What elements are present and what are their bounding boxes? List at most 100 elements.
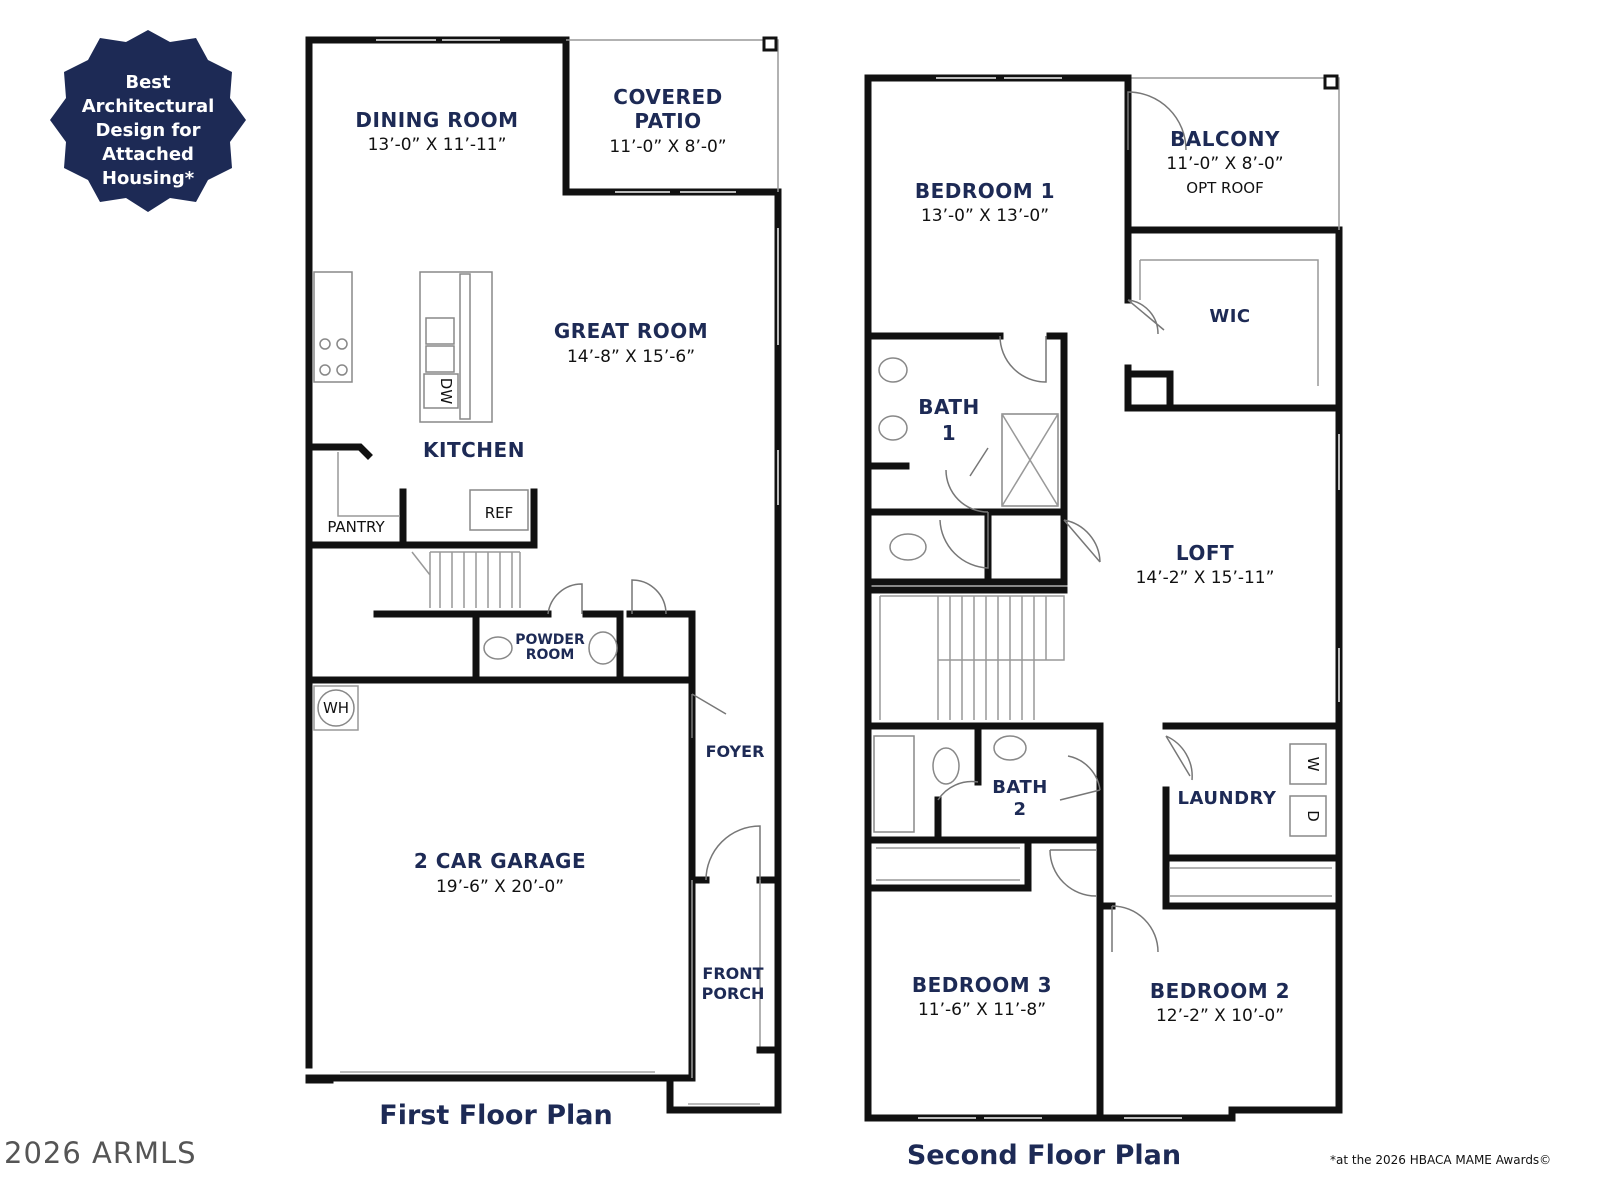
water-heater-box — [313, 685, 359, 731]
foyer-door-swing — [705, 825, 761, 881]
refrigerator — [469, 489, 529, 531]
dryer — [1289, 795, 1327, 837]
laundry-door-swing — [1165, 735, 1193, 781]
kitchen-name: KITCHEN — [423, 438, 525, 462]
bedroom2-name: BEDROOM 2 — [1150, 979, 1290, 1003]
second-floor-plan: W D BEDROOM 1 13’-0” X 13’-0” BALCONY 11… — [864, 74, 1343, 1171]
porch-post — [666, 1046, 782, 1114]
bedroom1-walls — [864, 74, 1343, 414]
patio-outline — [566, 39, 779, 192]
patio-name-1: COVERED — [613, 85, 722, 109]
cooktop-burner — [336, 338, 348, 350]
cooktop-burner — [336, 364, 348, 376]
loft-dims: 14’-2” X 15’-11” — [1136, 568, 1275, 588]
bath1-sink — [878, 415, 908, 441]
badge-line-4: Attached — [102, 144, 194, 165]
porch-name-1: FRONT — [702, 964, 763, 983]
balcony-dims: 11’-0” X 8’-0” — [1166, 154, 1283, 174]
award-badge: Best Architectural Design for Attached H… — [50, 30, 246, 212]
bath2-door-swing — [1059, 755, 1101, 801]
balcony-post — [1323, 74, 1339, 90]
dw-label: DW — [437, 378, 455, 405]
garage-door-swing — [691, 693, 727, 738]
badge-line-5: Housing* — [102, 168, 195, 189]
wh-label: WH — [323, 699, 349, 717]
powder-room-walls — [472, 610, 696, 684]
bath2-toilet — [932, 747, 960, 785]
sink-basin — [425, 345, 455, 373]
loft-name: LOFT — [1176, 541, 1234, 565]
badge-line-1: Best — [125, 72, 171, 93]
bath1-name-2: 1 — [942, 421, 956, 445]
kitchen-counter — [313, 271, 353, 383]
bed3-closet — [876, 847, 1020, 881]
badge-line-2: Architectural — [82, 96, 215, 117]
powder-door-swing — [547, 583, 583, 615]
washer — [1289, 743, 1327, 785]
bedroom1-name: BEDROOM 1 — [915, 179, 1055, 203]
closet-door-swing — [631, 579, 667, 615]
foyer-name: FOYER — [706, 742, 765, 761]
powder-toilet — [483, 636, 513, 660]
dining-room-name: DINING ROOM — [355, 108, 518, 132]
bed3-door-swing — [1049, 849, 1097, 897]
bath2-walls — [864, 722, 1104, 844]
balcony-name: BALCONY — [1170, 127, 1280, 151]
bath2-tub — [873, 735, 915, 833]
garage-dims: 19’-6” X 20’-0” — [436, 877, 564, 897]
cooktop-burner — [319, 338, 331, 350]
badge-line-3: Design for — [95, 120, 200, 141]
powder-sink — [588, 631, 618, 665]
balcony-outline — [1128, 77, 1340, 230]
pantry-walls — [305, 443, 538, 549]
linen-door-swing — [1063, 519, 1101, 563]
second-floor-windows — [918, 77, 1340, 1119]
dining-room-dims: 13’-0” X 11’-11” — [368, 135, 507, 155]
patio-name-2: PATIO — [634, 109, 701, 133]
first-floor-windows — [376, 39, 779, 505]
bedroom1-dims: 13’-0” X 13’-0” — [921, 206, 1049, 226]
water-heater — [317, 689, 355, 727]
bath2-name-1: BATH — [992, 777, 1048, 798]
bath1-sink — [878, 357, 908, 383]
sink-basin — [425, 317, 455, 345]
second-floor-title: Second Floor Plan — [907, 1140, 1181, 1171]
first-floor-title: First Floor Plan — [379, 1100, 612, 1131]
wic-shelf — [1139, 259, 1319, 386]
badge-seal-shape — [50, 30, 246, 212]
porch-outline — [691, 880, 761, 1078]
laundry-walls — [1162, 722, 1343, 910]
bath1-door-swing — [945, 447, 989, 513]
bedroom2-dims: 12’-2” X 10’-0” — [1156, 1006, 1284, 1026]
wic-name: WIC — [1209, 306, 1250, 327]
powder-label-1: POWDER — [515, 632, 585, 648]
balcony-note: OPT ROOF — [1186, 179, 1263, 197]
second-floor-stairs — [864, 586, 1068, 720]
first-floor-plan: REF DW POWDER ROOM WH — [305, 36, 782, 1131]
wic-door-swing — [1127, 299, 1165, 335]
patio-post — [762, 36, 778, 52]
island-bar — [459, 273, 471, 420]
great-room-name: GREAT ROOM — [554, 319, 708, 343]
washer-label: W — [1304, 757, 1322, 772]
bed1-door-swing — [999, 335, 1047, 383]
pantry-shelf — [337, 452, 400, 517]
powder-label-2: ROOM — [526, 647, 575, 663]
bedroom23-walls — [864, 836, 1343, 1122]
dishwasher — [423, 373, 459, 409]
bath1-name-1: BATH — [918, 395, 980, 419]
great-room-dims: 14’-8” X 15’-6” — [567, 347, 695, 367]
bed2-door-swing — [1111, 905, 1159, 953]
balcony-door-swing — [1127, 91, 1187, 151]
bath2-sink — [993, 735, 1027, 761]
copyright-watermark: 2026 ARMLS — [4, 1136, 197, 1170]
award-footnote: *at the 2026 HBACA MAME Awards© — [1330, 1153, 1551, 1167]
bed2-closet — [1170, 867, 1332, 897]
bath1-toilet — [889, 533, 927, 561]
patio-dims: 11’-0” X 8’-0” — [609, 137, 726, 157]
bedroom3-name: BEDROOM 3 — [912, 973, 1052, 997]
ref-label: REF — [485, 504, 514, 522]
bath2-tub-door — [937, 780, 979, 801]
laundry-name: LAUNDRY — [1178, 788, 1277, 809]
bath1-wc-door-swing — [939, 512, 989, 569]
